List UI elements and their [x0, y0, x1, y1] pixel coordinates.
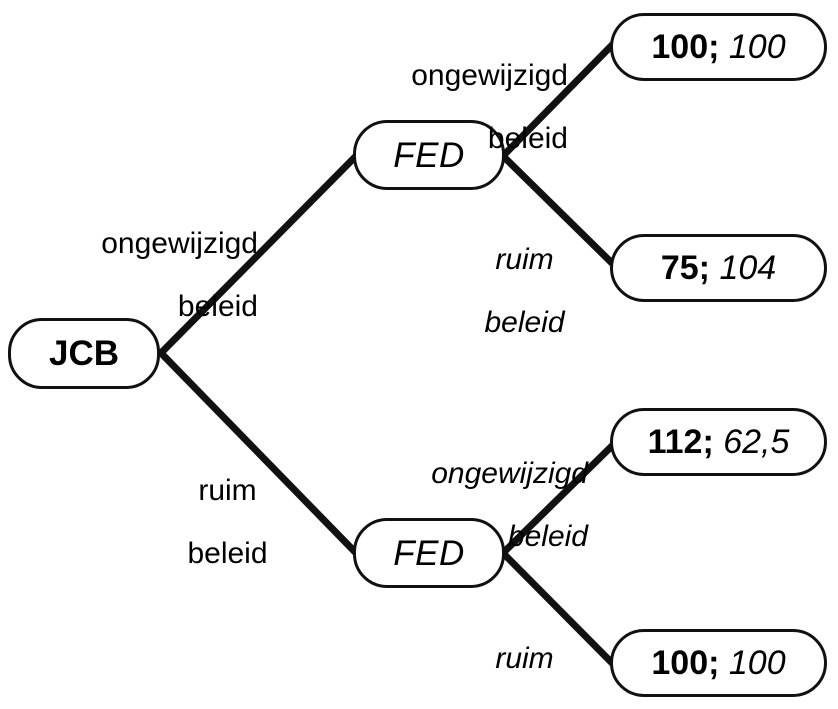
payoff-1-separator: ; [708, 27, 720, 66]
payoff-4-text: 100; 100 [651, 644, 785, 683]
payoff-2-separator: ; [698, 248, 710, 287]
payoff-2-first: 75 [660, 248, 699, 287]
edge-label-fedtop-down-line2: beleid [484, 306, 565, 340]
payoff-3-text: 112; 62,5 [648, 423, 790, 462]
edge-label-root-up-line1: ongewijzigd [101, 226, 258, 260]
node-fed-bottom[interactable]: FED [353, 518, 505, 588]
node-fed-top[interactable]: FED [353, 120, 505, 190]
node-jcb-label: JCB [48, 334, 120, 373]
payoff-1-first: 100 [651, 27, 709, 66]
edge-label-fedtop-down: ruim beleid [462, 212, 587, 339]
payoff-4-first: 100 [651, 643, 709, 682]
payoff-3-second: 62,5 [723, 422, 790, 461]
edge-label-fedtop-down-line1: ruim [495, 242, 554, 276]
edge-label-fedbottom-down: ruim beleid [462, 611, 587, 709]
payoff-node-2: 75; 104 [610, 234, 827, 302]
edge-fedbottom-to-payoff3 [499, 437, 621, 557]
edge-fedtop-to-payoff1 [499, 36, 621, 160]
payoff-1-text: 100; 100 [651, 28, 785, 67]
edge-label-fedtop-up-line2: beleid [487, 122, 568, 156]
node-fed-bottom-label: FED [393, 533, 465, 573]
payoff-3-separator: ; [702, 422, 714, 461]
payoff-node-1: 100; 100 [610, 13, 827, 81]
payoff-node-3: 112; 62,5 [610, 408, 827, 476]
payoff-2-text: 75; 104 [661, 249, 776, 288]
edge-label-fedtop-up-line1: ongewijzigd [411, 58, 568, 92]
payoff-node-4: 100; 100 [610, 629, 827, 697]
payoff-4-separator: ; [708, 643, 720, 682]
edge-label-fedtop-up: ongewijzigd beleid [368, 28, 568, 155]
edge-label-fedbottom-up-line1: ongewijzigd [431, 456, 588, 490]
edge-label-root-up-line2: beleid [177, 290, 258, 324]
payoff-4-second: 100 [728, 643, 786, 682]
node-fed-top-label: FED [393, 135, 465, 175]
edge-root-to-fedbottom [157, 349, 360, 557]
edge-label-root-down: ruim beleid [150, 443, 305, 570]
payoff-3-first: 112 [647, 422, 703, 461]
node-jcb[interactable]: JCB [8, 318, 160, 389]
edge-label-fedbottom-down-line1: ruim [495, 641, 554, 675]
edge-label-fedbottom-up: ongewijzigd beleid [388, 426, 588, 553]
payoff-2-second: 104 [719, 248, 777, 287]
edge-label-root-down-line2: beleid [187, 537, 268, 571]
edge-fedbottom-to-payoff4 [499, 549, 621, 672]
edge-label-root-down-line1: ruim [198, 473, 257, 507]
edge-root-to-fedtop [157, 152, 360, 357]
edge-label-fedbottom-up-line2: beleid [507, 520, 588, 554]
payoff-1-second: 100 [728, 27, 786, 66]
edge-label-root-up: ongewijzigd beleid [58, 196, 258, 323]
edge-label-fedbottom-down-line2: beleid [484, 705, 564, 709]
edge-fedtop-to-payoff2 [499, 152, 621, 272]
